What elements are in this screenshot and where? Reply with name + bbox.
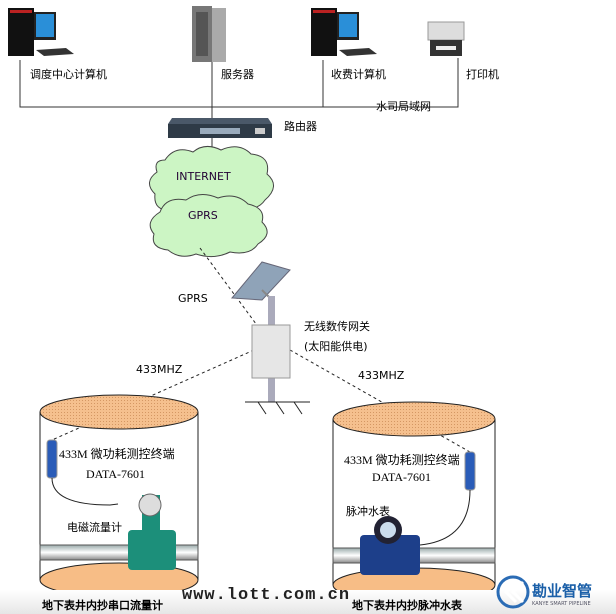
- water-meter-icon: [360, 516, 420, 575]
- internet-cloud: [149, 146, 274, 258]
- terminal-device-icon: [46, 439, 58, 479]
- logo-icon: [496, 575, 530, 609]
- radio-label-right: 433MHZ: [358, 369, 405, 382]
- watermark-url: www.lott.com.cn: [182, 586, 351, 605]
- logo-name: 勘业智管: [532, 582, 593, 600]
- gateway-label: 无线数传网关: [304, 320, 370, 333]
- lan-label: 水司局域网: [376, 100, 431, 113]
- device-label: 打印机: [466, 68, 499, 81]
- printer-icon: [427, 21, 465, 56]
- right-well: [332, 401, 496, 603]
- left-well: [39, 394, 199, 598]
- meter-label: 电磁流量计: [67, 521, 122, 534]
- gprs-cloud-label: GPRS: [188, 209, 218, 222]
- server-icon: [192, 6, 226, 62]
- terminal-model: DATA-7601: [372, 470, 432, 484]
- terminal-label: 433M 微功耗测控终端: [59, 447, 175, 461]
- flowmeter-icon: [128, 493, 176, 570]
- terminal-device-icon: [464, 451, 476, 491]
- terminal-label: 433M 微功耗测控终端: [344, 453, 460, 467]
- wireless-links: [51, 247, 471, 453]
- router-label: 路由器: [284, 120, 317, 133]
- desktop-computer-icon: [311, 8, 377, 56]
- gateway-power-label: (太阳能供电): [304, 340, 368, 353]
- device-label: 服务器: [221, 68, 254, 81]
- device-label: 调度中心计算机: [30, 68, 107, 81]
- gateway-box-icon: [251, 324, 291, 379]
- well-caption: 地下表井内抄脉冲水表: [352, 599, 462, 612]
- desktop-computer-icon: [8, 8, 74, 56]
- radio-label-left: 433MHZ: [136, 363, 183, 376]
- internet-label: INTERNET: [176, 170, 231, 183]
- meter-label: 脉冲水表: [346, 505, 390, 518]
- terminal-model: DATA-7601: [86, 467, 146, 481]
- ground-symbol: [245, 401, 310, 415]
- gprs-link-label: GPRS: [178, 292, 208, 305]
- well-caption: 地下表井内抄串口流量计: [42, 599, 163, 612]
- router-icon: [168, 118, 272, 138]
- logo-tagline: KANYE SMART PIPELINE: [532, 601, 591, 607]
- device-label: 收费计算机: [331, 68, 386, 81]
- solar-panel-icon: [230, 261, 291, 301]
